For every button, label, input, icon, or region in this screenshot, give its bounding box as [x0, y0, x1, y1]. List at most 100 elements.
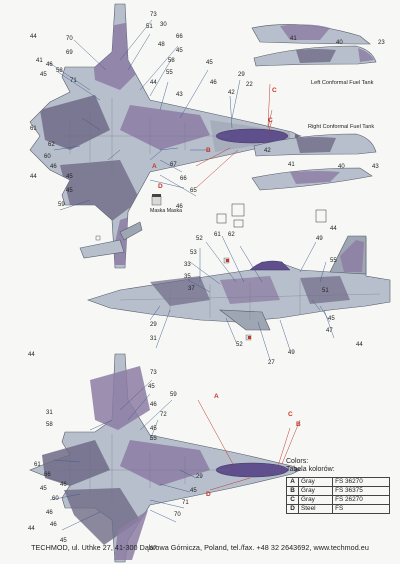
color-code: FS 26270: [332, 495, 390, 505]
callout-number: 53: [190, 250, 197, 256]
callout-number: 46: [46, 510, 53, 516]
callout-number: 29: [150, 322, 157, 328]
callout-number: 58: [56, 68, 63, 74]
callout-number: 43: [372, 164, 379, 170]
callout-number: 23: [378, 40, 385, 46]
left-cft-label: Left Conformal Fuel Tank: [311, 80, 374, 86]
colors-title-en: Colors:: [286, 458, 309, 465]
color-key-callout: A: [214, 393, 219, 400]
callout-number: 45: [206, 60, 213, 66]
callout-number: 66: [176, 34, 183, 40]
side-canopy: [249, 260, 291, 271]
stencil-box-3: [233, 219, 244, 228]
callout-number: 29: [196, 474, 203, 480]
color-key-callout: D: [206, 491, 211, 498]
callout-number: 41: [36, 58, 43, 64]
callout-number: 62: [228, 232, 235, 238]
callout-number: 37: [188, 286, 195, 292]
color-code: FS: [332, 504, 390, 514]
callout-number: 49: [316, 236, 323, 242]
callout-number: 44: [28, 352, 35, 358]
callout-number: 31: [150, 336, 157, 342]
callout-number: 51: [146, 24, 153, 30]
callout-number: 44: [30, 174, 37, 180]
callout-number: 47: [326, 328, 333, 334]
aircraft-bottom-view: [29, 353, 302, 563]
color-name: Gray: [297, 477, 334, 487]
callout-number: 72: [160, 412, 167, 418]
left-cft-group: [251, 24, 377, 67]
callout-number: 46: [46, 62, 53, 68]
color-name: Steel: [297, 504, 334, 514]
callout-number: 49: [288, 350, 295, 356]
callout-number: 61: [34, 462, 41, 468]
callout-number: 42: [264, 148, 271, 154]
callout-number: 45: [190, 488, 197, 494]
callout-number: 69: [66, 50, 73, 56]
callout-number: 45: [40, 486, 47, 492]
color-key-callout: C: [288, 411, 293, 418]
color-key: C: [286, 495, 299, 505]
callout-number: 67: [150, 546, 157, 552]
callout-number: 46: [50, 522, 57, 528]
colors-title-pl: Tabela kolorów:: [286, 466, 335, 473]
callout-number: 44: [356, 342, 363, 348]
callout-number: 55: [166, 70, 173, 76]
callout-number: 61: [30, 126, 37, 132]
callout-number: 60: [44, 154, 51, 160]
callout-number: 44: [30, 34, 37, 40]
callout-number: 58: [46, 422, 53, 428]
callout-number: 44: [330, 226, 337, 232]
color-key: B: [286, 486, 299, 496]
color-key-callout: C: [272, 87, 277, 94]
callout-number: 41: [288, 162, 295, 168]
right-cft-group: [251, 133, 377, 191]
callout-number: 70: [66, 36, 73, 42]
callout-number: 59: [58, 202, 65, 208]
callout-number: 45: [40, 72, 47, 78]
callout-number: 31: [46, 410, 53, 416]
color-key-callout: A: [152, 163, 157, 170]
callout-number: 48: [158, 42, 165, 48]
callout-number: 46: [210, 80, 217, 86]
callout-number: 65: [190, 188, 197, 194]
callout-number: 46: [60, 482, 67, 488]
callout-number: 41: [290, 36, 297, 42]
callout-number: 44: [28, 526, 35, 532]
callout-number: 45: [150, 426, 157, 432]
callout-number: 73: [150, 12, 157, 18]
callout-number: 66: [44, 472, 51, 478]
callout-number: 51: [322, 288, 329, 294]
color-code: FS 36375: [332, 486, 390, 496]
callout-number: 42: [228, 90, 235, 96]
color-code: FS 36270: [332, 477, 390, 487]
markings-label: Maska Maska: [150, 208, 182, 214]
detail-parts: [79, 194, 162, 259]
stencil-box-4: [315, 209, 327, 223]
footer-address: TECHMOD, ul. Uthke 27, 41-300 Dąbrowa Gó…: [31, 543, 369, 552]
callout-number: 45: [66, 174, 73, 180]
callout-number: 46: [50, 164, 57, 170]
color-name: Gray: [297, 486, 334, 496]
callout-number: 27: [268, 360, 275, 366]
callout-number: 45: [328, 316, 335, 322]
callout-number: 61: [214, 232, 221, 238]
callout-number: 30: [160, 22, 167, 28]
callout-number: 55: [150, 436, 157, 442]
color-key-callout: B: [206, 147, 211, 154]
color-key-callout: D: [158, 183, 163, 190]
color-key-callout: B: [296, 421, 301, 428]
callout-number: 22: [246, 82, 253, 88]
callout-number: 55: [330, 258, 337, 264]
callouts-top-view: 4441457069465871735166455855454629224261…: [30, 12, 253, 210]
